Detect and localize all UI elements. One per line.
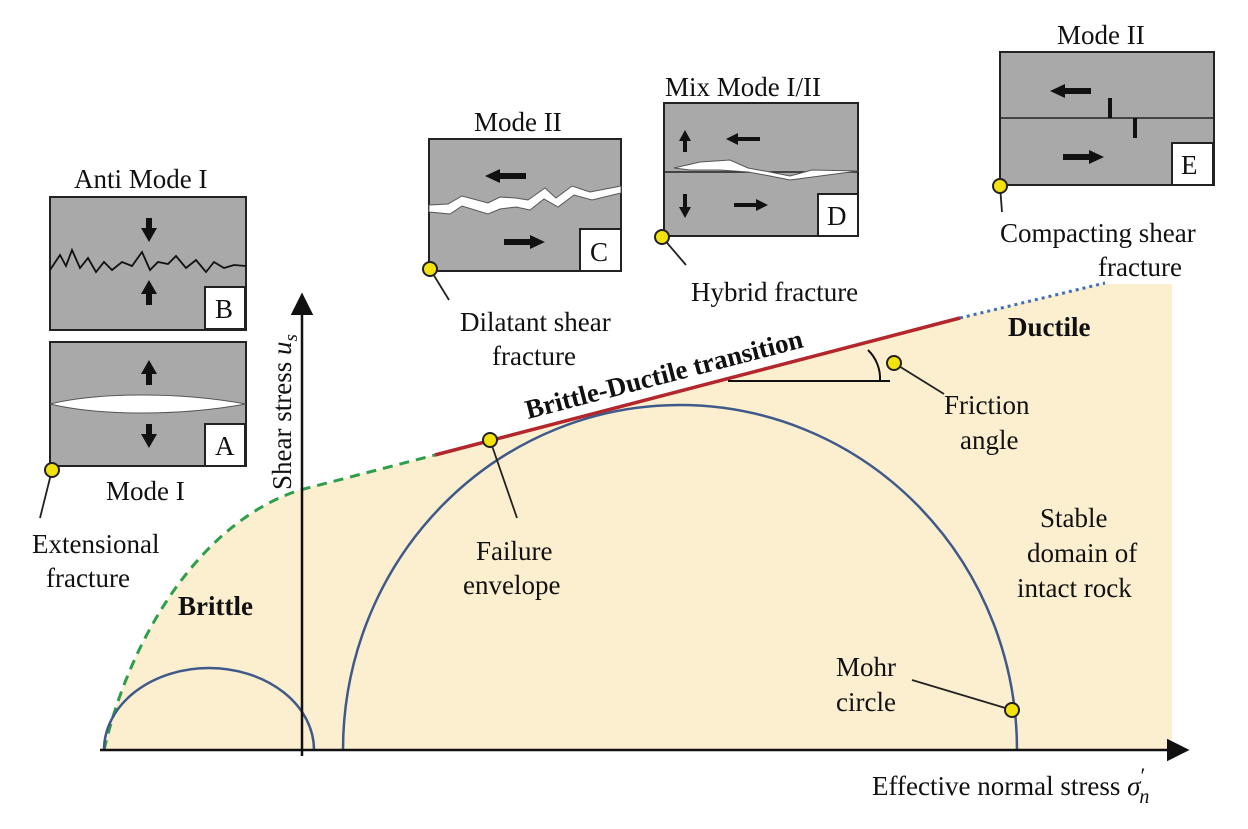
failure-envelope-marker [482,432,498,448]
panel-c-letter-box [579,228,622,272]
panel-d-hybrid-fracture [673,159,859,181]
hybrid-fracture-marker [654,229,670,245]
y-axis-label: Shear stress us [267,334,302,490]
leader-friction-angle [893,362,945,395]
panel-c-dilatant-fracture [428,185,622,215]
panel-d-mix-mode: Mix Mode I/II D [663,72,859,237]
mohr-circle-label: Mohr circle [836,652,903,717]
panel-e-letter-box [1171,142,1214,186]
panel-b-title: Anti Mode I [74,164,207,194]
panel-e-title: Mode II [1057,20,1145,50]
panel-e-mode-ii: Mode II E [999,20,1215,186]
ductile-label: Ductile [1008,312,1090,342]
panel-a-mode-i: A Mode I [49,341,247,506]
extensional-fracture-label: Extensional fracture [32,529,166,593]
panel-a-title: Mode I [106,476,185,506]
failure-envelope-green-dashed [102,453,436,751]
panel-a-opening-fracture [49,394,247,414]
panel-a-letter-box [204,423,246,467]
stable-domain-label: Stable domain of intact rock [1017,503,1144,603]
dilatant-fracture-marker [422,261,438,277]
failure-envelope-red [434,316,961,457]
extensional-fracture-marker [44,462,60,478]
hybrid-fracture-label: Hybrid fracture [691,277,858,307]
mohr-circle-marker [1004,702,1020,718]
panel-e-letter: E [1181,150,1198,180]
panel-c-mode-ii: Mode II C [428,107,622,272]
brittle-label: Brittle [178,591,253,621]
panel-b-letter: B [215,294,233,324]
stable-domain-region [104,284,1172,750]
failure-envelope-label: Failure envelope [463,536,560,600]
panel-a-letter: A [215,431,235,461]
mohr-circle-large [341,403,1019,751]
compacting-fracture-marker [992,178,1008,194]
panel-d-letter: D [827,201,847,231]
friction-angle-arc [867,349,882,382]
leader-extensional [39,469,53,519]
panel-d-letter-box [817,193,859,237]
friction-angle-marker [886,355,902,371]
leader-mohr-circle [911,679,1013,711]
x-axis-label: Effective normal stress σ′n [872,763,1149,808]
leader-failure-envelope [489,439,518,519]
compacting-fracture-label: Compacting shear fracture [1000,218,1202,282]
panel-b-anti-mode-i: Anti Mode I B [49,164,247,331]
friction-angle-label: Friction angle [944,390,1036,455]
panel-b-letter-box [204,286,246,330]
panel-c-letter: C [590,237,608,267]
dilatant-fracture-label: Dilatant shear fracture [460,307,617,371]
panel-c-title: Mode II [474,107,562,137]
panel-b-rough-fracture [49,247,247,274]
panel-d-title: Mix Mode I/II [665,72,821,102]
